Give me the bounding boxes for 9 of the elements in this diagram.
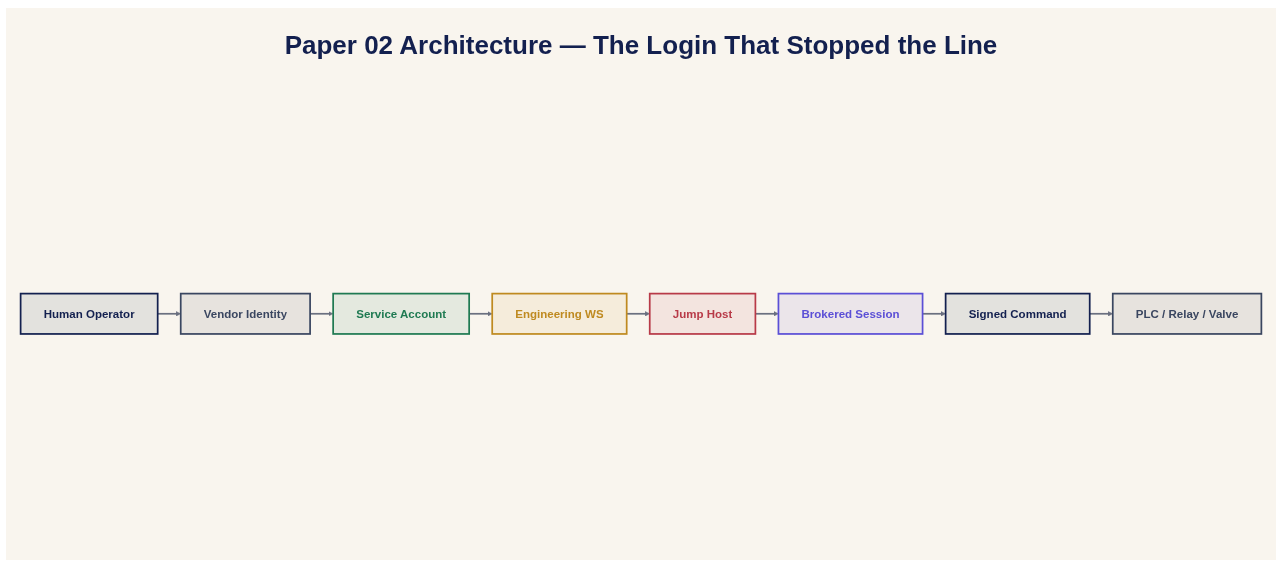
node-box: Human Operator [19,292,159,336]
node-box: Engineering WS [491,292,628,336]
node-box: Vendor Identity [179,292,311,336]
node-box: PLC / Relay / Valve [1111,292,1263,336]
node-box: Service Account [332,292,470,336]
node-box: Jump Host [648,292,757,336]
node-box: Signed Command [944,292,1091,336]
diagram-title: Paper 02 Architecture — The Login That Stopped the Line [283,30,999,61]
node-box: Brokered Session [777,292,924,336]
